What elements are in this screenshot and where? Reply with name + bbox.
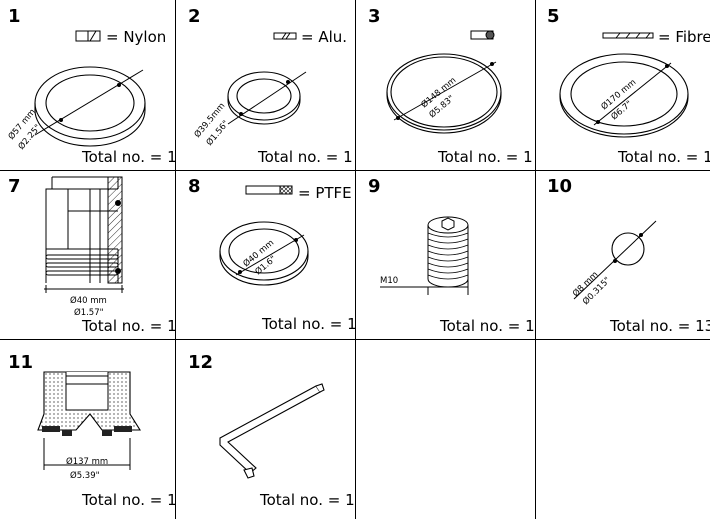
alu-gasket-drawing: Ø39.5mm Ø1.56": [192, 32, 307, 148]
ptfe-ring: [219, 221, 309, 286]
alu-ring: [227, 71, 301, 125]
total-count-12: Total no. = 1: [260, 491, 355, 509]
hex-key-drawing: [219, 383, 325, 479]
item-number-7: 7: [8, 176, 21, 197]
fibre-section-icon: [602, 32, 654, 39]
ptfe-gasket-drawing: Ø40 mm Ø1.6": [219, 185, 309, 286]
total-count-10: Total no. = 13: [610, 317, 710, 335]
dimension-line-5: [593, 62, 672, 126]
item-number-10: 10: [547, 176, 573, 197]
dim-mm-11: Ø137 mm: [66, 456, 108, 467]
total-count-3: Total no. = 1: [438, 148, 533, 166]
material-label-nylon: = Nylon: [106, 28, 167, 46]
dim-in-11: Ø5.39": [70, 470, 100, 481]
dim-mm-7: Ø40 mm: [70, 295, 107, 306]
total-count-7: Total no. = 1: [82, 317, 177, 335]
section-icon-3: [470, 30, 495, 40]
dimension-line-8: [235, 234, 305, 276]
item-number-9: 9: [368, 176, 381, 197]
dimension-line-3: [393, 61, 497, 121]
item-number-5: 5: [547, 6, 560, 27]
thread-label-9: M10: [380, 276, 398, 286]
material-label-fibre: = Fibre: [658, 28, 710, 46]
item-number-1: 1: [8, 6, 21, 27]
material-label-alu: = Alu.: [301, 28, 348, 46]
valve-body-section-drawing: Ø137 mm Ø5.39": [37, 371, 141, 481]
cartridge-section-drawing: Ø40 mm Ø1.57": [44, 176, 124, 318]
nylon-gasket-drawing: Ø57 mm Ø2.25": [6, 30, 146, 152]
total-count-1: Total no. = 1: [82, 148, 177, 166]
large-ring: [386, 53, 502, 134]
fibre-gasket-drawing: Ø170 mm Ø6.7": [559, 32, 689, 138]
total-count-9: Total no. = 1: [440, 317, 535, 335]
item-number-12: 12: [188, 352, 214, 373]
material-label-ptfe: = PTFE: [298, 184, 352, 202]
total-count-2: Total no. = 1: [258, 148, 353, 166]
item-number-3: 3: [368, 6, 381, 27]
nylon-section-icon: [75, 30, 101, 42]
total-count-11: Total no. = 1: [82, 491, 177, 509]
large-ring-drawing: Ø148 mm Ø5.83": [386, 30, 502, 134]
fibre-ring: [559, 53, 689, 138]
set-screw-drawing: M10: [380, 216, 469, 295]
total-count-8: Total no. = 1: [262, 315, 357, 333]
dimension-line-1: [34, 69, 144, 136]
ball-drawing: Ø8 mm Ø0.315": [570, 220, 657, 307]
alu-section-icon: [273, 32, 297, 40]
ptfe-section-icon: [245, 185, 293, 195]
item-number-2: 2: [188, 6, 201, 27]
item-number-11: 11: [8, 352, 34, 373]
item-number-8: 8: [188, 176, 201, 197]
dim-in-7: Ø1.57": [74, 307, 104, 318]
total-count-5: Total no. = 1: [618, 148, 710, 166]
